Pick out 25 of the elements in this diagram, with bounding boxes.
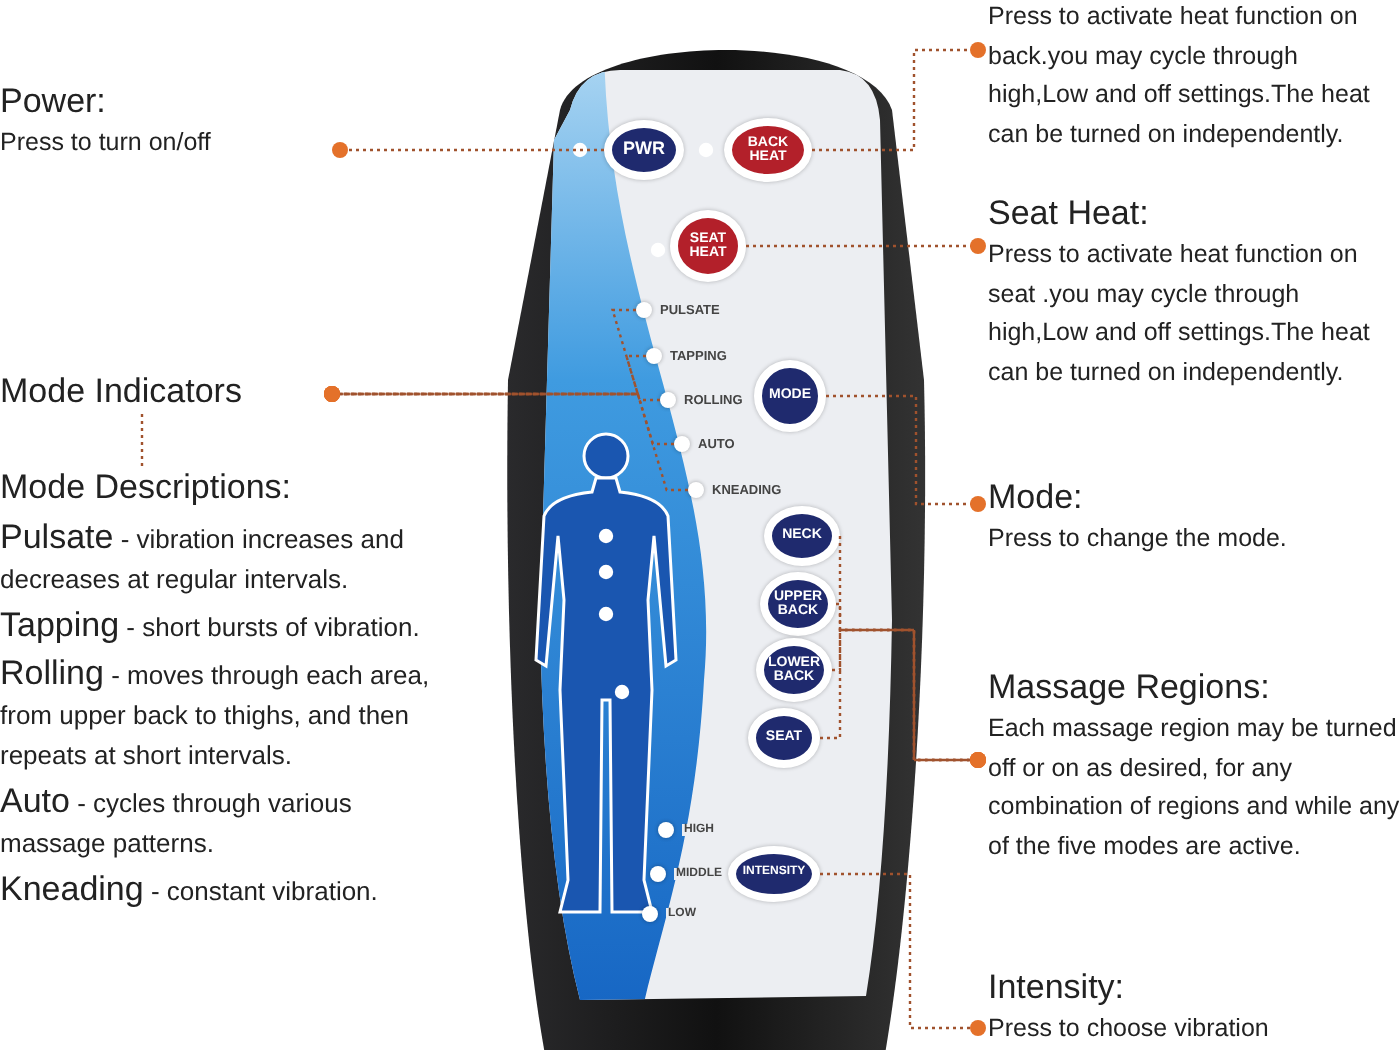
callout-text: Each massage region may be turned off or on as desired, for any combination of regions and while any of the five modes are active. (988, 712, 1400, 863)
callout-heading: Intensity: (988, 966, 1127, 1010)
leader-line (332, 142, 604, 158)
leader-line (324, 386, 688, 492)
callout-heading: Massage Regions: (988, 666, 1272, 710)
leader-line (826, 394, 986, 512)
leader-line (140, 414, 144, 466)
callout-text: Press to activate heat function on back.you may cycle through high,Low and off settings.The heat can be turned on independently. (988, 0, 1372, 152)
callout-heading: Power: (0, 80, 108, 124)
callout-heading: Mode: (988, 476, 1085, 520)
mode-description: Auto - cycles through various massage patterns. (0, 782, 354, 862)
callout-heading: Mode Indicators (0, 370, 244, 414)
callout-heading: Seat Heat: (988, 192, 1151, 236)
callout-text: Press to change the mode. (988, 522, 1289, 556)
leader-line (820, 872, 986, 1036)
callout-text: Press to activate heat function on seat .you may cycle through high,Low and off settings.The heat can be turned on independently. (988, 238, 1372, 390)
mode-description: Kneading - constant vibration. (0, 870, 380, 912)
leader-line (812, 42, 986, 152)
callout-text: Press to turn on/off (0, 126, 213, 160)
callout-heading: Mode Descriptions: (0, 466, 294, 510)
leader-line (746, 238, 986, 254)
mode-description: Tapping - short bursts of vibration. (0, 606, 422, 648)
mode-description: Rolling - moves through each area, from upper back to thighs, and then repeats at short intervals. (0, 654, 432, 774)
callout-text: Press to choose vibration (988, 1012, 1271, 1046)
mode-description: Pulsate - vibration increases and decreases at regular intervals. (0, 518, 406, 598)
